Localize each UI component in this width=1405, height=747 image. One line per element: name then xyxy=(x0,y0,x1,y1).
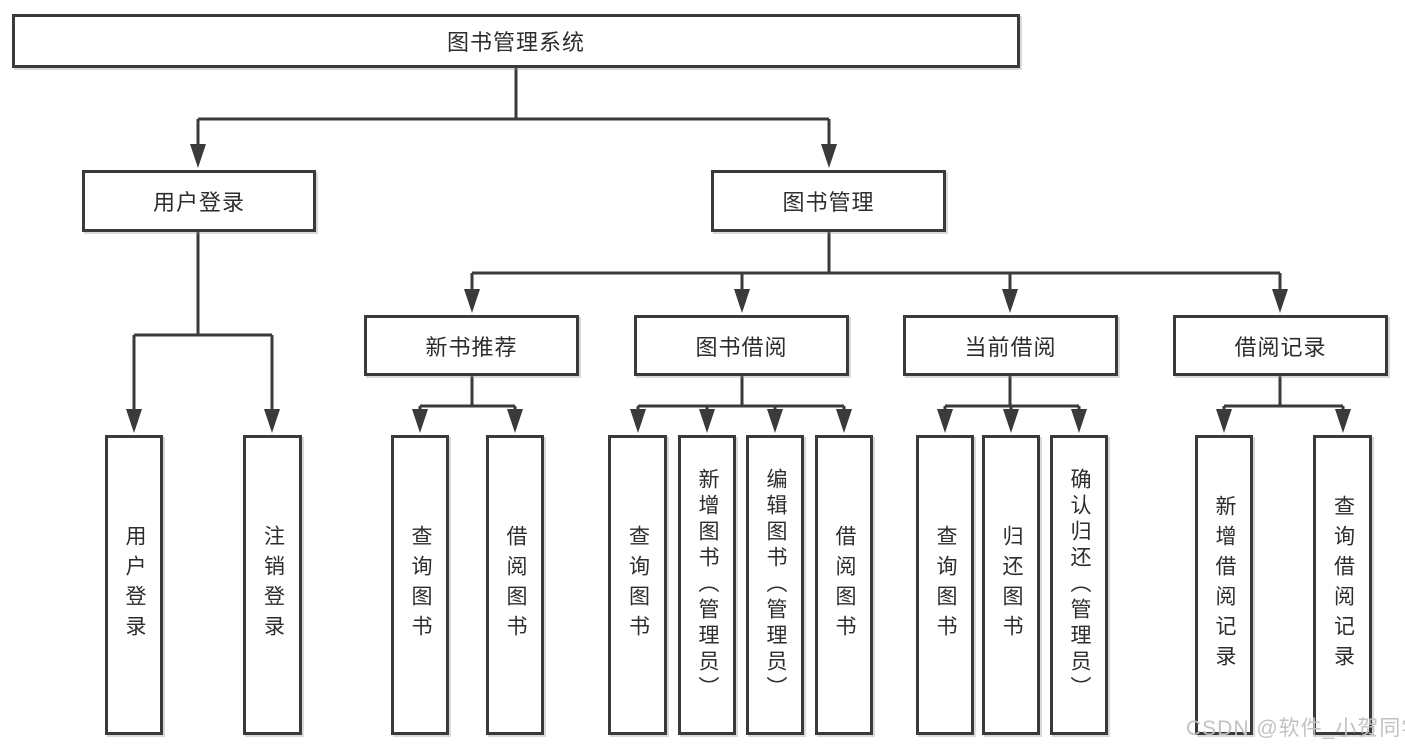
connector-book-borrow-children xyxy=(636,376,846,415)
node-leaf-add-book-admin: 新增图书（管理员） xyxy=(678,435,736,735)
node-leaf-user-login: 用户登录 xyxy=(105,435,163,735)
node-label: 查询图书 xyxy=(626,525,650,645)
node-label: 新增图书（管理员） xyxy=(696,468,719,702)
node-leaf-confirm-return-admin: 确认归还（管理员） xyxy=(1050,435,1108,735)
connector-root-to-level2 xyxy=(196,66,831,150)
node-label: 编辑图书（管理员） xyxy=(764,468,787,702)
node-label: 借阅图书 xyxy=(504,525,527,645)
node-label: 归还图书 xyxy=(1000,525,1023,645)
csdn-watermark: CSDN @软件_小贺同学 xyxy=(1186,717,1405,740)
connector-borrow-record-children xyxy=(1222,376,1345,415)
node-label: 当前借阅 xyxy=(964,334,1057,360)
node-leaf-logout: 注销登录 xyxy=(243,435,302,735)
node-label: 图书借阅 xyxy=(695,334,788,360)
node-label: 借阅记录 xyxy=(1234,334,1327,360)
node-label: 查询借阅记录 xyxy=(1331,495,1355,675)
node-label: 图书管理系统 xyxy=(446,30,585,55)
node-current-borrow: 当前借阅 xyxy=(903,315,1118,376)
node-label: 借阅图书 xyxy=(833,525,856,645)
node-label: 注销登录 xyxy=(261,525,285,645)
node-leaf-query-book-recommend: 查询图书 xyxy=(391,435,449,735)
connector-book-mgmt-children xyxy=(470,232,1282,295)
node-leaf-query-borrow-record: 查询借阅记录 xyxy=(1313,435,1372,735)
connector-user-login-children xyxy=(132,232,274,415)
node-book-borrow: 图书借阅 xyxy=(634,315,849,376)
node-label: 新增借阅记录 xyxy=(1213,495,1236,675)
connector-current-borrow-children xyxy=(943,376,1081,415)
node-label: 确认归还（管理员） xyxy=(1068,468,1091,702)
node-leaf-return-book: 归还图书 xyxy=(982,435,1040,735)
node-label: 图书管理 xyxy=(782,190,875,215)
node-leaf-add-borrow-record: 新增借阅记录 xyxy=(1195,435,1253,735)
node-label: 新书推荐 xyxy=(425,334,518,360)
connector-new-book-children xyxy=(418,376,517,415)
node-leaf-borrow-book-recommend: 借阅图书 xyxy=(486,435,544,735)
node-label: 查询图书 xyxy=(409,525,432,645)
node-leaf-query-book-current: 查询图书 xyxy=(916,435,974,735)
node-leaf-edit-book-admin: 编辑图书（管理员） xyxy=(746,435,804,735)
node-library-management-system: 图书管理系统 xyxy=(12,14,1020,68)
node-label: 用户登录 xyxy=(152,190,245,215)
node-book-management: 图书管理 xyxy=(711,170,946,232)
node-borrow-record: 借阅记录 xyxy=(1173,315,1388,376)
node-label: 用户登录 xyxy=(123,525,146,645)
node-label: 查询图书 xyxy=(934,525,957,645)
node-leaf-query-book-borrow: 查询图书 xyxy=(608,435,667,735)
node-new-book-recommend: 新书推荐 xyxy=(364,315,579,376)
node-leaf-borrow-book: 借阅图书 xyxy=(815,435,873,735)
node-user-login: 用户登录 xyxy=(82,170,316,232)
